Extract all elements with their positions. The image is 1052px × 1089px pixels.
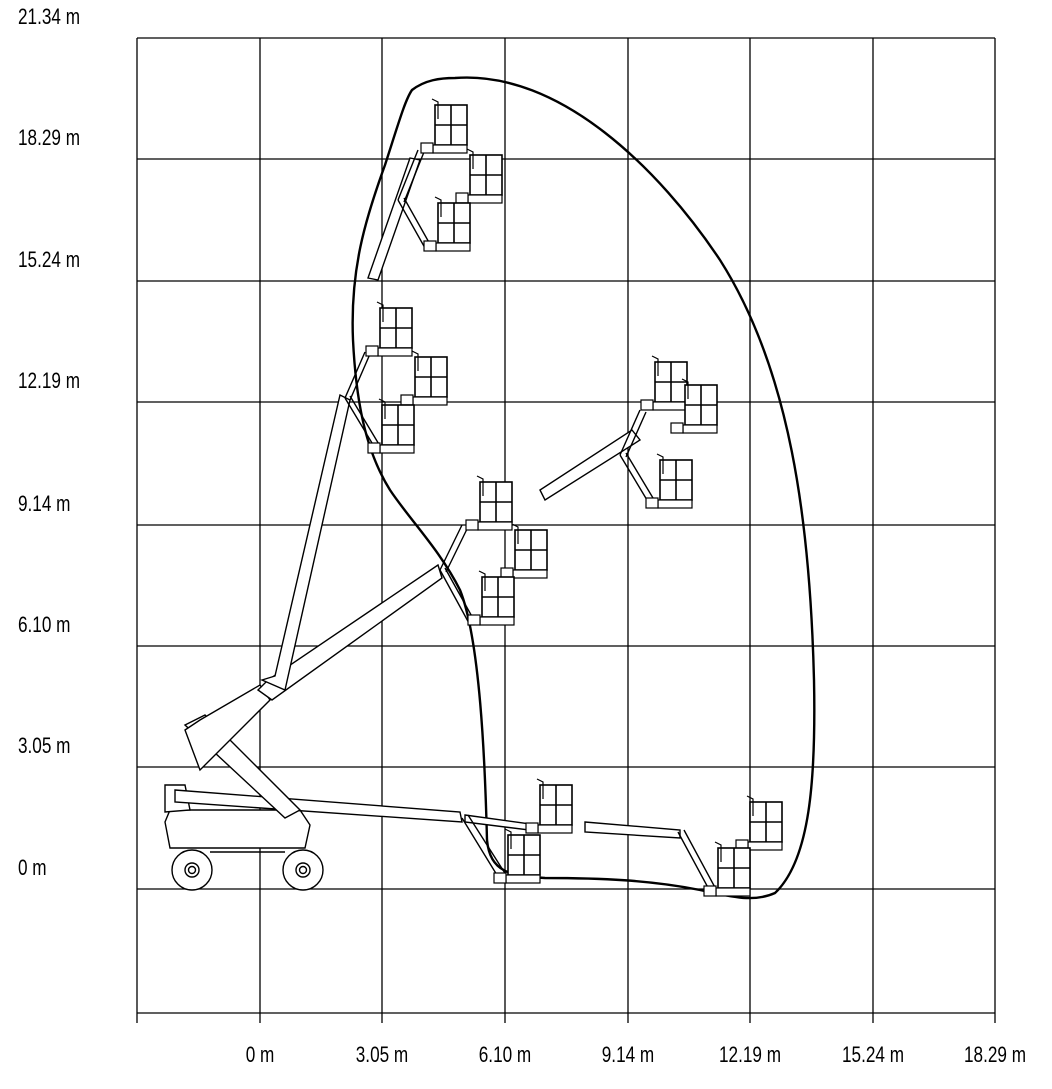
y-axis-label: 21.34 m <box>18 4 81 29</box>
x-axis-label: 18.29 m <box>963 1042 1027 1067</box>
x-axis-label: 6.10 m <box>478 1042 532 1067</box>
platform-basket <box>670 378 718 434</box>
upper-boom-3 <box>367 157 421 281</box>
y-axis-label: 9.14 m <box>18 491 71 516</box>
x-axis-label: 9.14 m <box>601 1042 655 1067</box>
platform-basket <box>423 196 471 252</box>
platform-basket <box>735 795 783 851</box>
rear-wheel <box>282 849 324 891</box>
x-axis-label: 3.05 m <box>355 1042 409 1067</box>
boom-lift-machine <box>164 149 719 896</box>
main-boom-horizontal <box>174 789 463 823</box>
y-axis-label: 12.19 m <box>18 368 81 393</box>
platform-basket <box>400 350 448 406</box>
x-axis-label: 0 m <box>245 1042 275 1067</box>
y-axis-label: 0 m <box>18 855 47 880</box>
platforms <box>365 98 783 897</box>
platform-basket <box>645 453 693 509</box>
platform-basket <box>367 398 415 454</box>
platform-basket <box>703 841 751 897</box>
y-axis-label: 18.29 m <box>18 125 81 150</box>
platform-basket <box>640 355 688 411</box>
y-axis-label: 15.24 m <box>18 247 81 272</box>
working-envelope <box>351 76 816 900</box>
front-wheel <box>171 849 213 891</box>
platform-basket <box>500 523 548 579</box>
y-axis-label: 6.10 m <box>18 612 71 637</box>
platform-basket <box>455 148 503 204</box>
y-axis-label: 3.05 m <box>18 733 71 758</box>
grid <box>136 37 996 1023</box>
x-axis-label: 12.19 m <box>718 1042 782 1067</box>
x-axis-label: 15.24 m <box>841 1042 905 1067</box>
platform-basket <box>525 778 573 834</box>
platform-basket <box>493 828 541 884</box>
upper-boom-4 <box>539 429 642 502</box>
platform-basket <box>467 570 515 626</box>
platform-basket <box>465 475 513 531</box>
boom-horizontal-extended <box>584 821 681 839</box>
platform-basket <box>365 301 413 357</box>
platform-basket <box>420 98 468 154</box>
